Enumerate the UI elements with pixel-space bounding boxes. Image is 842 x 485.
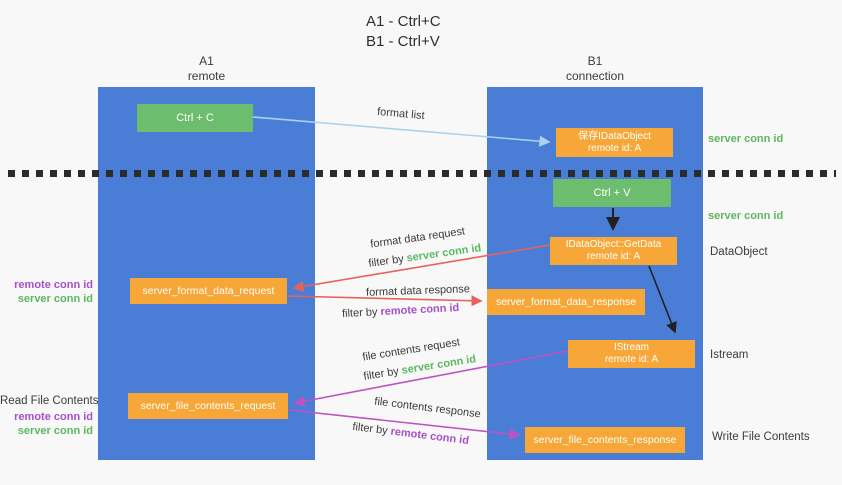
filter-by-text: filter by bbox=[362, 365, 400, 383]
server-file-contents-response-box: server_file_contents_response bbox=[525, 427, 685, 453]
server-format-data-request-label: server_format_data_request bbox=[142, 285, 275, 297]
server-conn-id-text: server conn id bbox=[400, 353, 477, 377]
left-remote-conn-id-label-1: remote conn id bbox=[14, 279, 93, 291]
server-file-contents-request-label: server_file_contents_request bbox=[140, 400, 276, 412]
istream-side-label: Istream bbox=[710, 349, 749, 361]
ctrl-v-label: Ctrl + V bbox=[593, 187, 631, 199]
right-server-conn-id-label-1: server conn id bbox=[708, 133, 784, 145]
file-contents-response-label: file contents response bbox=[373, 395, 482, 421]
write-file-contents-label: Write File Contents bbox=[712, 431, 810, 443]
column-b-subtitle: connection bbox=[565, 69, 625, 83]
filter-by-text: filter by bbox=[351, 420, 389, 438]
column-a-subtitle: remote bbox=[187, 69, 226, 83]
diagram-title: A1 - Ctrl+C B1 - Ctrl+V bbox=[366, 12, 441, 52]
left-conn-id-labels-top: remote conn id server conn id bbox=[0, 279, 93, 306]
server-file-contents-response-label: server_file_contents_response bbox=[533, 434, 677, 446]
server-conn-id-text: server conn id bbox=[405, 242, 482, 265]
left-server-conn-id-label-2: server conn id bbox=[17, 424, 93, 437]
title-line-b1: B1 - Ctrl+V bbox=[366, 33, 440, 50]
left-conn-id-labels-bottom: remote conn id server conn id bbox=[0, 411, 93, 438]
column-b-name: B1 bbox=[587, 54, 603, 68]
save-idataobject-line2: remote id: A bbox=[587, 142, 642, 154]
dataobject-label: DataObject bbox=[710, 246, 768, 258]
idataobject-getdata-box: IDataObject::GetData remote id: A bbox=[550, 237, 677, 265]
server-format-data-response-label: server_format_data_response bbox=[495, 296, 637, 308]
istream-box: IStream remote id: A bbox=[568, 340, 695, 368]
ctrl-c-box: Ctrl + C bbox=[137, 104, 253, 132]
getdata-line2: remote id: A bbox=[586, 251, 641, 262]
getdata-line1: IDataObject::GetData bbox=[565, 239, 662, 250]
server-format-data-response-box: server_format_data_response bbox=[487, 289, 645, 315]
column-a-name: A1 bbox=[199, 54, 214, 68]
remote-conn-id-text: remote conn id bbox=[380, 301, 460, 319]
server-file-contents-request-box: server_file_contents_request bbox=[128, 393, 288, 419]
format-list-label: format list bbox=[376, 105, 426, 123]
save-idataobject-box: 保存IDataObject remote id: A bbox=[556, 128, 673, 157]
read-file-contents-label: Read File Contents bbox=[0, 395, 99, 407]
title-line-a1: A1 - Ctrl+C bbox=[366, 13, 441, 30]
save-idataobject-line1: 保存IDataObject bbox=[578, 130, 651, 142]
filter-by-text: filter by bbox=[341, 306, 378, 321]
left-remote-conn-id-label-2: remote conn id bbox=[14, 411, 93, 423]
right-server-conn-id-label-2: server conn id bbox=[708, 210, 784, 222]
column-a-header: A1 remote bbox=[98, 54, 315, 84]
server-format-data-request-box: server_format_data_request bbox=[130, 278, 287, 304]
ctrl-v-box: Ctrl + V bbox=[553, 179, 671, 207]
format-data-response-label: format data response bbox=[365, 283, 471, 299]
istream-line1: IStream bbox=[613, 342, 649, 353]
istream-line2: remote id: A bbox=[604, 354, 659, 365]
filter-by-text: filter by bbox=[367, 253, 405, 270]
ctrl-c-label: Ctrl + C bbox=[176, 112, 214, 124]
phase-divider-dotted-line bbox=[8, 170, 836, 177]
column-b-header: B1 connection bbox=[487, 54, 703, 84]
remote-conn-id-text: remote conn id bbox=[389, 425, 470, 448]
left-server-conn-id-label-1: server conn id bbox=[17, 292, 93, 305]
